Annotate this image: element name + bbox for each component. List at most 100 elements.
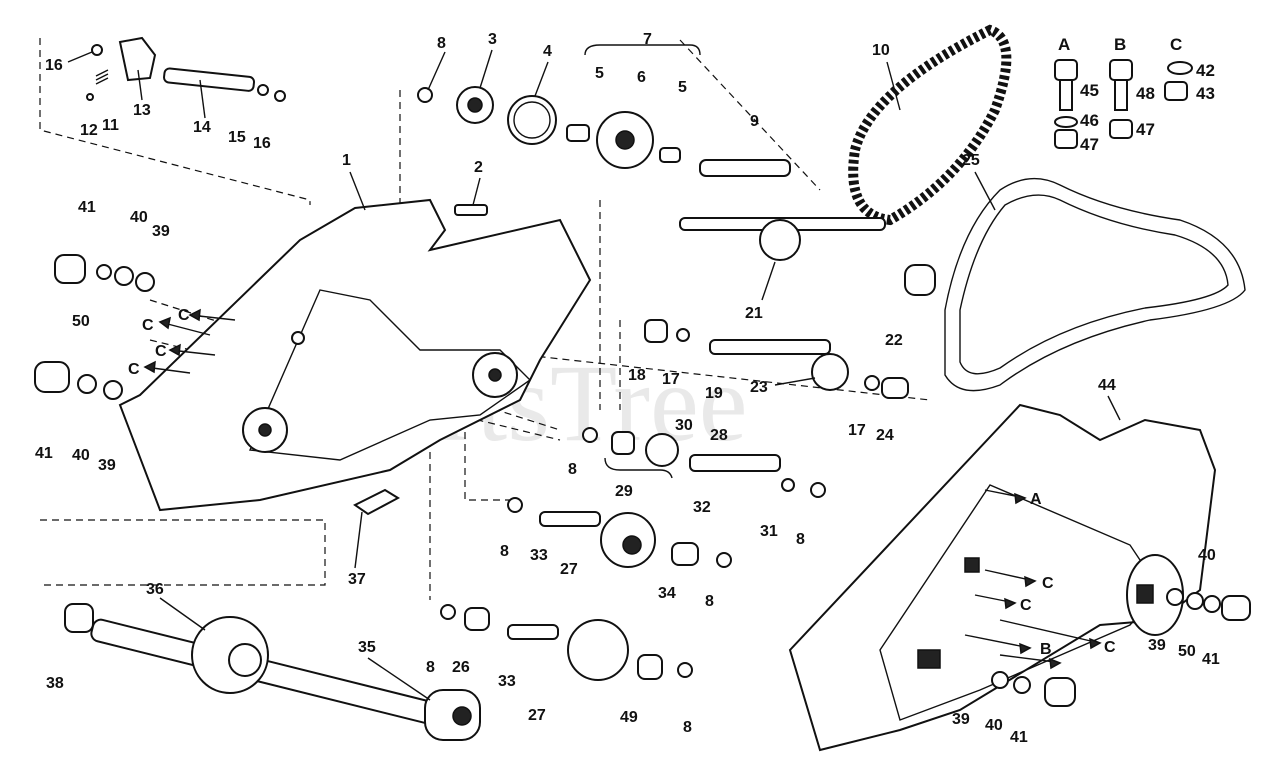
callout: 50 [1178,643,1196,660]
callout: 16 [45,57,63,74]
callout: 12 [80,122,98,139]
callout: 7 [643,31,652,48]
callout: 8 [705,593,714,610]
callout: 11 [102,117,119,134]
spacer-part-5 [566,124,590,142]
callout: 15 [228,129,246,146]
bushing-part-49 [637,654,663,680]
callout: 14 [193,119,211,136]
left-arrows [143,308,236,374]
callout: 21 [745,305,763,322]
lever-part-37 [353,488,401,516]
callout: 36 [146,581,164,598]
washer-part-8c [810,482,826,498]
callout: 39 [152,223,170,240]
callout: 32 [693,499,711,516]
callout: 49 [620,709,638,726]
key-col-b: B [1114,35,1126,54]
top-left-assembly [86,36,286,102]
key-47a: 47 [1080,135,1099,154]
seal-part-40c [1203,595,1221,613]
bushing-part-26 [464,607,490,631]
ring-part-39c [1166,588,1184,606]
callout: 26 [452,659,470,676]
sprocket-part-3 [456,86,494,124]
chain-part-10 [848,24,1012,226]
callout: 19 [705,385,723,402]
callout: 1 [342,152,351,169]
key-42: 42 [1196,61,1215,80]
callout: 33 [530,547,548,564]
callout: 27 [528,707,546,724]
callout: 30 [675,417,693,434]
shaft-part-9 [699,159,791,177]
callout: 8 [796,531,805,548]
seal-part-40b [77,374,97,394]
sprocket-part-4 [507,95,557,145]
ring-part-39b [103,380,123,400]
callout: 8 [500,543,509,560]
washer-part-8g [677,662,693,678]
bearing-part-41d [1044,677,1076,707]
ring-part-39d [991,671,1009,689]
callout: 41 [78,199,96,216]
arrow-letter: B [1040,641,1052,658]
ring-part-31 [781,478,795,492]
callout: 35 [358,639,376,656]
callout: 39 [98,457,116,474]
callout: 17 [662,371,680,388]
bracket-part-7 [584,44,701,56]
callout: 40 [985,717,1003,734]
sprocket-part-6 [596,111,654,169]
washer-part-8e [716,552,732,568]
callout: 33 [498,673,516,690]
shaft-part-19 [709,339,831,355]
gear-part-23 [811,353,849,391]
callout-labels: 16 13 11 12 14 15 16 8 3 4 7 5 6 5 9 10 … [35,31,1220,746]
arrow-letter: C [1020,597,1032,614]
callout: 38 [46,675,64,692]
gear-part-27b [567,619,629,681]
callout: 24 [876,427,894,444]
gear-part-28 [645,433,679,467]
callout: 29 [615,483,633,500]
callout: 2 [474,159,483,176]
bearing-part-41a [54,254,86,284]
arrow-letters: C C C C A C C C B [128,307,1116,658]
hardware-key [1054,59,1193,149]
shaft-part-33 [539,511,601,527]
arrow-letter: C [128,361,140,378]
callout: 5 [595,65,604,82]
washer-part-50b [1186,592,1204,610]
bushing-part-34 [671,542,699,566]
hardware-key-labels: A B C 45 48 42 43 46 47 47 [1058,35,1215,154]
callout: 6 [637,69,646,86]
arrow-letter: A [1030,491,1042,508]
ring-part-39a [135,272,155,292]
washer-part-8b [582,427,598,443]
arrow-letter: C [155,343,167,360]
bearing-part-41b [34,361,70,393]
callout: 23 [750,379,768,396]
bushing-part-24 [881,377,909,399]
callout: 28 [710,427,728,444]
bearing-part-41c [1221,595,1251,621]
callout: 40 [1198,547,1216,564]
pin-part-2 [454,204,488,216]
key-47b: 47 [1136,120,1155,139]
seal-part-40d [1013,676,1031,694]
washer-part-50a [96,264,112,280]
callout: 16 [253,135,271,152]
washer-part-8f [440,604,456,620]
bushing-part-38 [64,603,94,633]
callout: 9 [750,113,759,130]
callout: 13 [133,102,151,119]
shaft-part-21 [679,217,886,261]
callout: 44 [1098,377,1116,394]
callout: 8 [426,659,435,676]
callout: 39 [1148,637,1166,654]
axle-part-36 [90,618,464,731]
callout: 18 [628,367,646,384]
arrow-letter: C [178,307,190,324]
